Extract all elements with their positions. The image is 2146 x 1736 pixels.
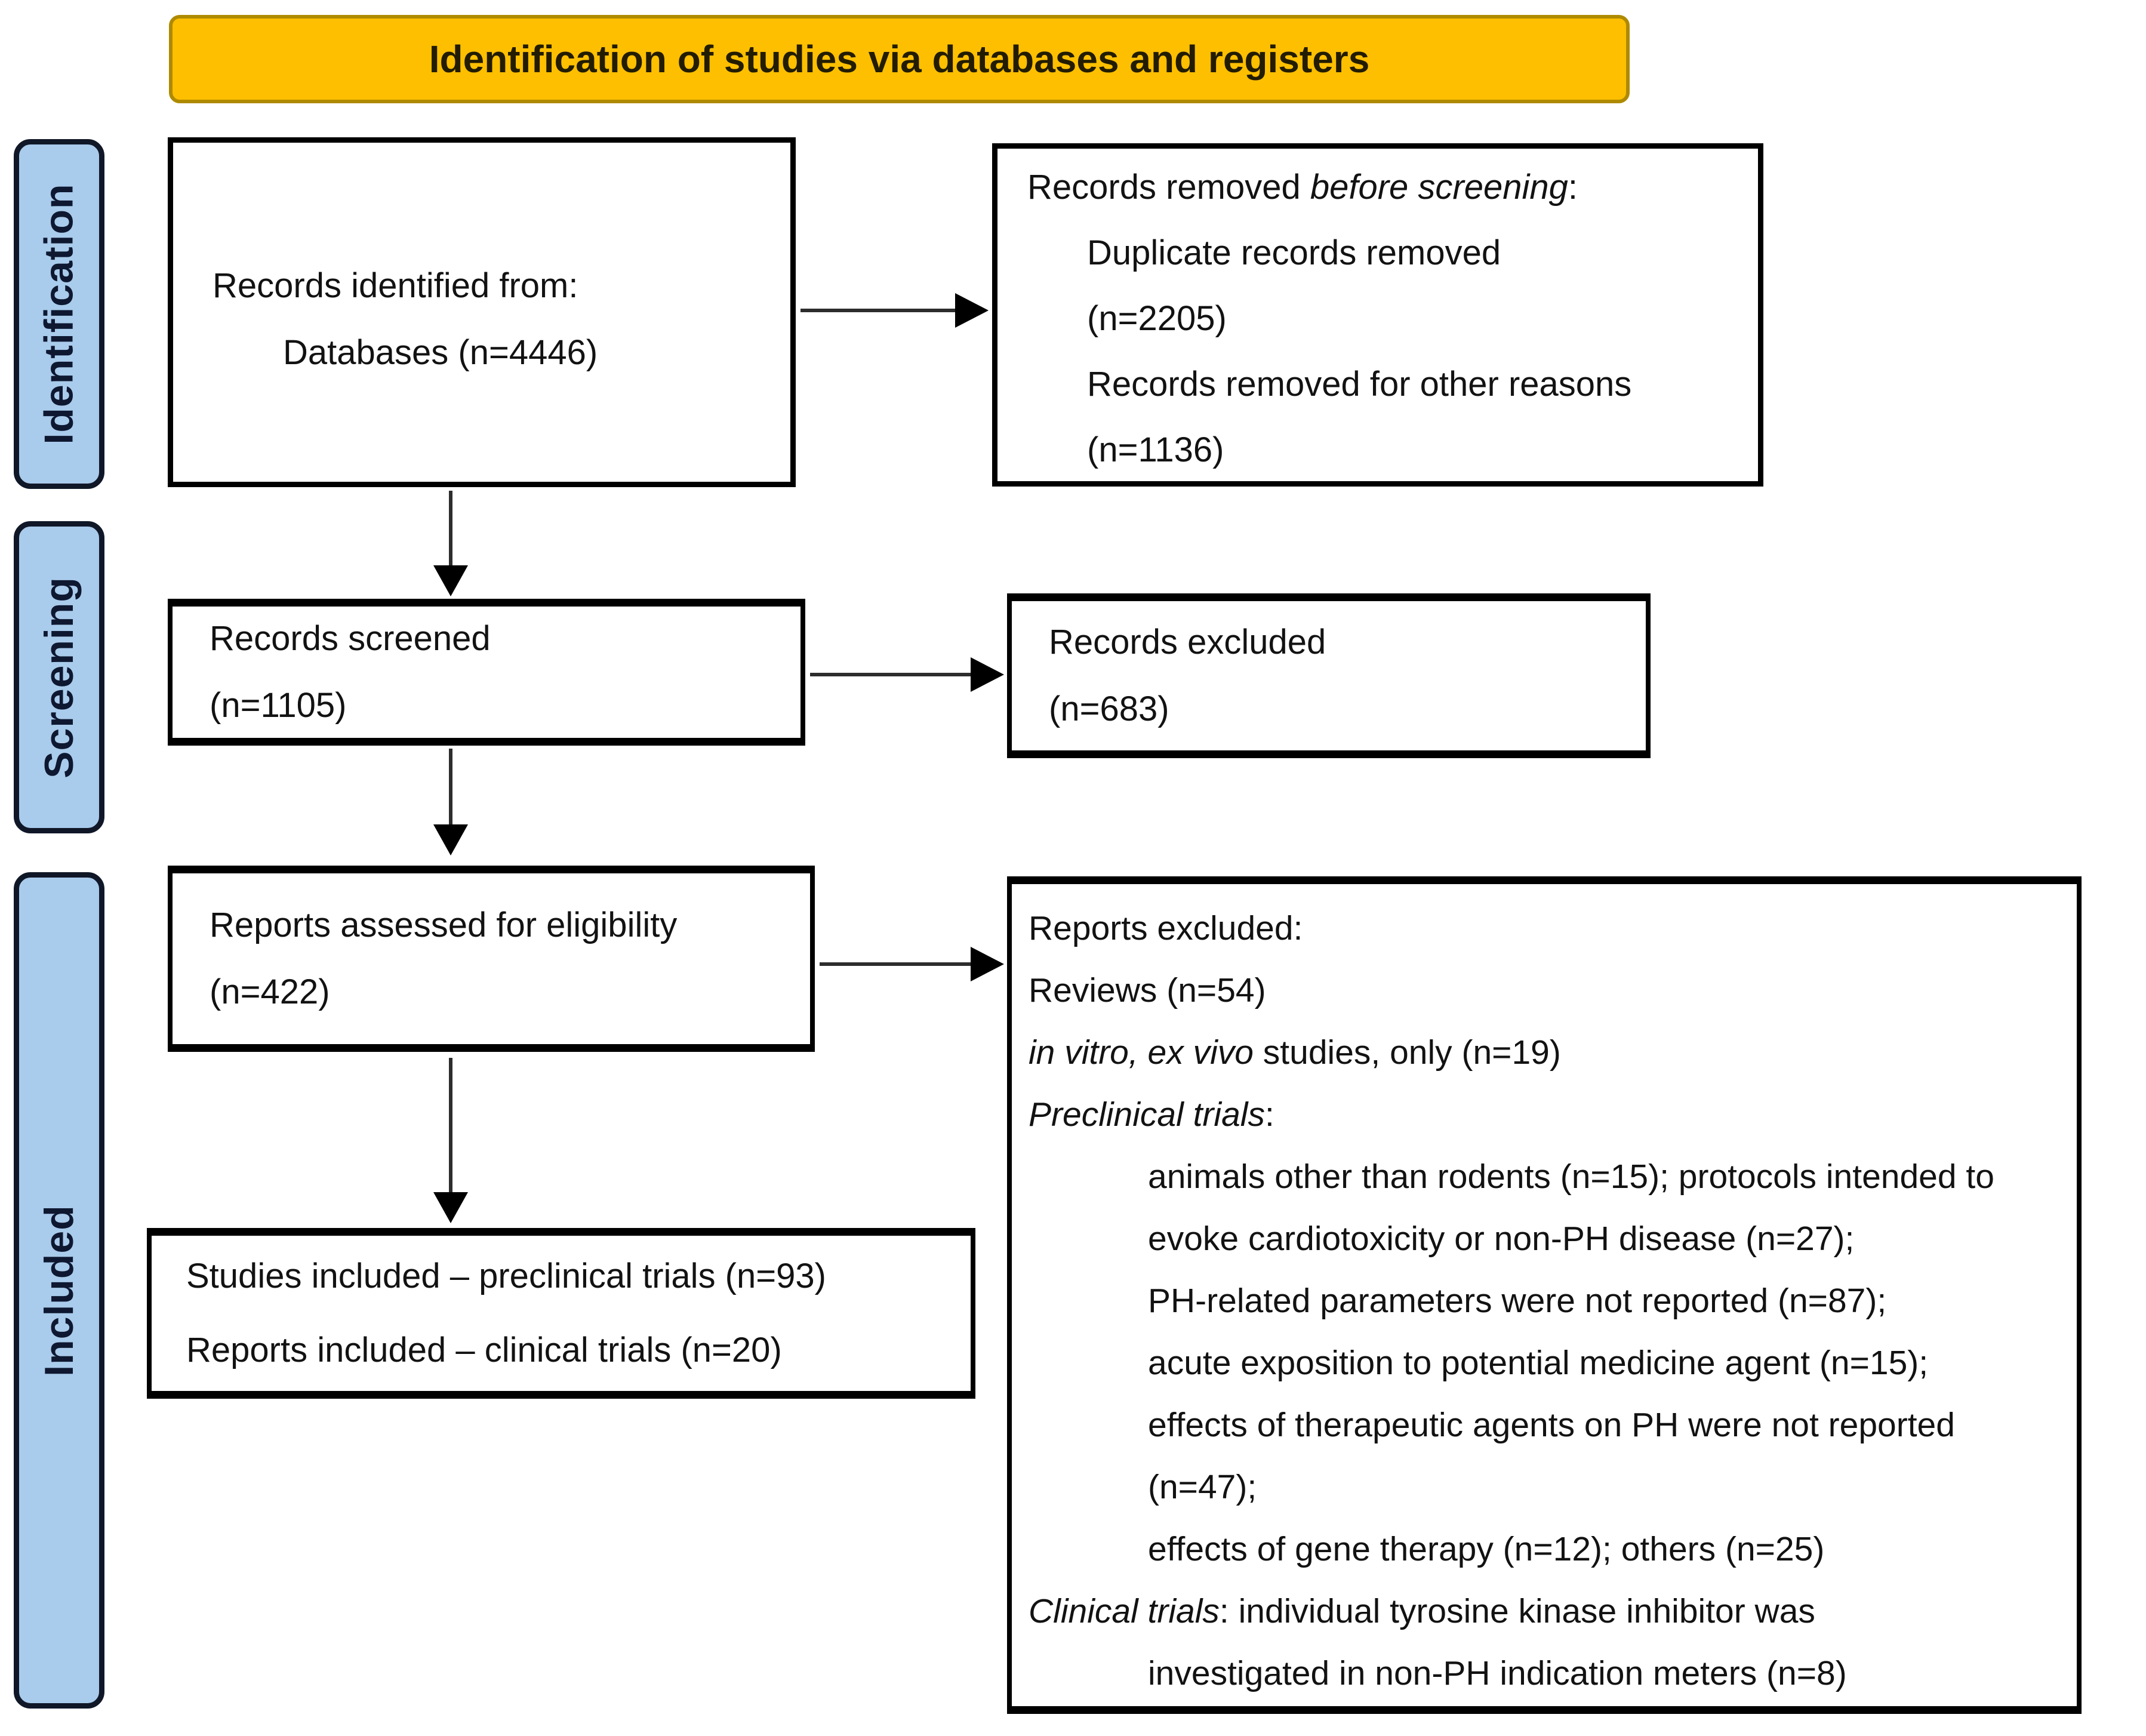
- records-removed-item: Duplicate records removed: [1087, 233, 1501, 272]
- box-records-removed: Records removed before screening: Duplic…: [992, 143, 1763, 487]
- arrow-identified-to-screened-line: [449, 491, 452, 566]
- preclinical-reason: effects of therapeutic agents on PH were…: [1148, 1406, 1955, 1444]
- preclinical-reason: effects of gene therapy (n=12); others (…: [1148, 1530, 1825, 1568]
- reports-excluded-title: Reports excluded:: [1029, 909, 1303, 947]
- studies-included-line2: Reports included – clinical trials (n=20…: [186, 1331, 782, 1369]
- clinical-trials-heading: Clinical trials: individual tyrosine kin…: [1029, 1580, 2065, 1642]
- box-records-excluded: Records excluded (n=683): [1007, 593, 1651, 758]
- preclinical-trials-italic: Preclinical trials: [1029, 1095, 1265, 1134]
- reports-assessed-line1: Reports assessed for eligibility: [210, 906, 678, 944]
- clinical-trials-rest: : individual tyrosine kinase inhibitor w…: [1219, 1592, 1815, 1630]
- reports-excluded-invitro-rest: studies, only (n=19): [1253, 1033, 1561, 1072]
- records-removed-item: Records removed for other reasons: [1087, 365, 1632, 404]
- box-records-identified: Records identified from: Databases (n=44…: [168, 137, 796, 487]
- preclinical-reason: evoke cardiotoxicity or non-PH disease (…: [1148, 1220, 1855, 1258]
- clinical-trials-continuation: investigated in non-PH indication meters…: [1148, 1654, 1847, 1692]
- box-studies-included: Studies included – preclinical trials (n…: [147, 1228, 975, 1399]
- arrow-assessed-to-reports-excluded-line: [820, 962, 974, 966]
- box-reports-excluded: Reports excluded: Reviews (n=54) in vitr…: [1007, 876, 2082, 1714]
- stage-label-screening-text: Screening: [36, 576, 82, 778]
- stage-label-identification: Identification: [14, 139, 104, 489]
- reports-excluded-preclinical-heading: Preclinical trials:: [1029, 1084, 2065, 1146]
- records-removed-title-regular: Records removed: [1027, 168, 1310, 207]
- arrow-screened-to-assessed-line: [449, 749, 452, 825]
- arrow-assessed-to-included-head: [433, 1192, 468, 1223]
- arrow-screened-to-excluded-line: [810, 673, 974, 676]
- arrow-screened-to-excluded-head: [971, 657, 1004, 692]
- box-records-screened: Records screened (n=1105): [168, 599, 805, 746]
- reports-excluded-invitro: in vitro, ex vivo studies, only (n=19): [1029, 1021, 2065, 1084]
- arrow-assessed-to-reports-excluded-head: [971, 947, 1004, 981]
- records-removed-title-colon: :: [1568, 168, 1578, 207]
- stage-label-included: Included: [14, 872, 104, 1709]
- box-reports-assessed: Reports assessed for eligibility (n=422): [168, 866, 815, 1052]
- preclinical-reason: animals other than rodents (n=15); proto…: [1148, 1158, 1994, 1196]
- clinical-trials-italic: Clinical trials: [1029, 1592, 1220, 1630]
- records-screened-line1: Records screened: [210, 619, 491, 658]
- reports-assessed-line2: (n=422): [210, 972, 330, 1011]
- arrow-identified-to-removed-line: [800, 309, 958, 312]
- studies-included-line1: Studies included – preclinical trials (n…: [186, 1257, 826, 1295]
- preclinical-reason: (n=47);: [1148, 1468, 1257, 1506]
- stage-label-identification-text: Identification: [36, 183, 82, 445]
- reports-excluded-invitro-italic: in vitro, ex vivo: [1029, 1033, 1254, 1072]
- banner-title: Identification of studies via databases …: [429, 38, 1370, 81]
- records-removed-title-italic: before screening: [1310, 168, 1568, 207]
- records-excluded-line2: (n=683): [1049, 690, 1169, 728]
- arrow-assessed-to-included-line: [449, 1058, 452, 1193]
- records-identified-line2: Databases (n=4446): [283, 333, 598, 372]
- records-identified-line1: Records identified from:: [213, 266, 578, 305]
- records-removed-item-count: (n=1136): [1087, 430, 1224, 469]
- records-screened-line2: (n=1105): [210, 686, 347, 725]
- preclinical-reason: PH-related parameters were not reported …: [1148, 1282, 1887, 1320]
- preclinical-trials-colon: :: [1264, 1095, 1274, 1134]
- records-removed-item-count: (n=2205): [1087, 299, 1227, 338]
- stage-label-included-text: Included: [36, 1204, 82, 1377]
- records-removed-title: Records removed before screening:: [1027, 155, 1746, 220]
- arrow-screened-to-assessed-head: [433, 824, 468, 855]
- arrow-identified-to-screened-head: [433, 565, 468, 596]
- records-excluded-line1: Records excluded: [1049, 623, 1326, 661]
- stage-label-screening: Screening: [14, 521, 104, 833]
- banner: Identification of studies via databases …: [169, 15, 1630, 103]
- arrow-identified-to-removed-head: [955, 293, 989, 328]
- reports-excluded-reviews: Reviews (n=54): [1029, 971, 1266, 1009]
- preclinical-reason: acute exposition to potential medicine a…: [1148, 1344, 1929, 1382]
